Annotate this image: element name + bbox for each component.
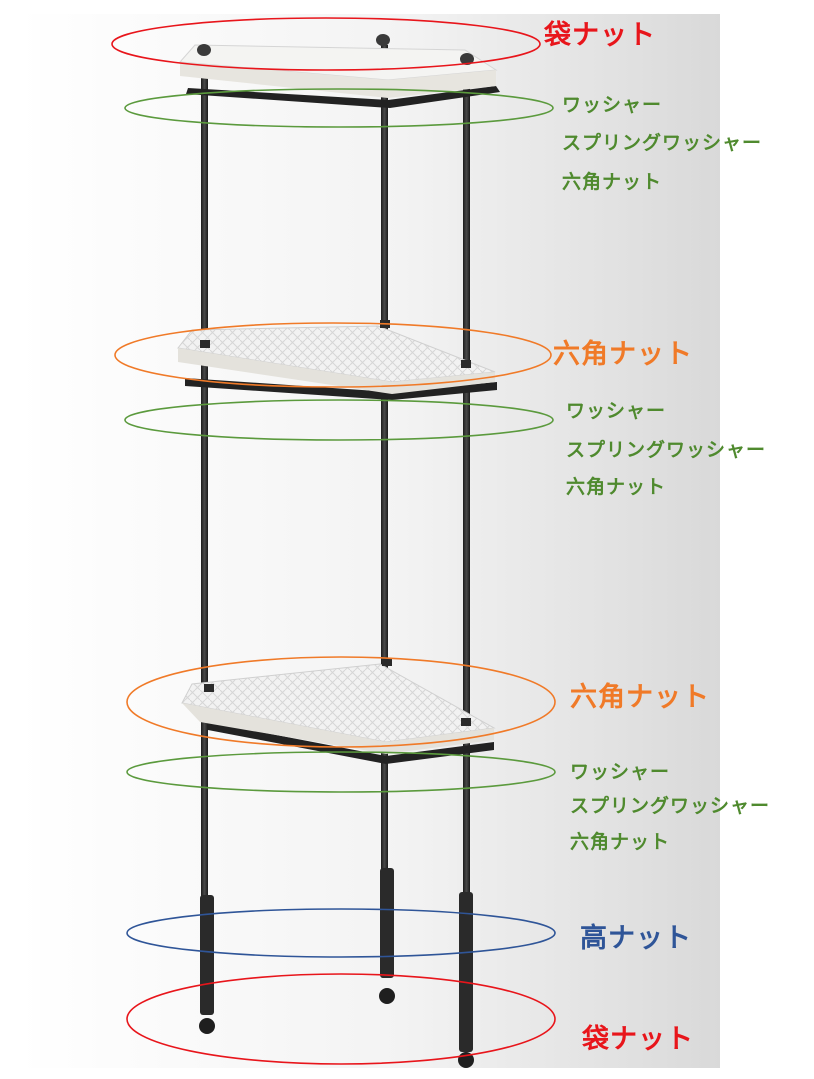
shelf-top: [178, 34, 500, 108]
rod-left: [201, 58, 208, 938]
middle-shelf-nut-left: [200, 340, 210, 348]
washer-group-ellipse-3: [126, 751, 556, 793]
right-foot-high-nut: [459, 892, 473, 1052]
top-cap-nut-left: [197, 44, 211, 56]
shelf-middle: [177, 320, 497, 400]
spring-washer-label-2: スプリングワッシャー: [566, 439, 767, 461]
left-foot-high-nut: [200, 895, 214, 1015]
top-cap-nut-label: 袋ナット: [544, 20, 656, 51]
washer-group-ellipse-1: [124, 88, 554, 128]
middle-foot-cap-nut: [379, 988, 395, 1004]
washer-label-1: ワッシャー: [562, 94, 663, 116]
hex-nut-label-1: 六角ナット: [562, 171, 663, 193]
shelf-hex-nut-ellipse-2: [114, 322, 552, 388]
middle-foot-high-nut: [380, 868, 394, 978]
shelf-hex-nut-label-2: 六角ナット: [553, 339, 693, 370]
shelf-hex-nut-label-3: 六角ナット: [570, 682, 710, 713]
annotation-ellipses: [111, 17, 556, 1065]
rod-middle: [381, 45, 388, 925]
washer-label-2: ワッシャー: [566, 400, 667, 422]
rod-right: [463, 62, 470, 962]
spring-washer-label-3: スプリングワッシャー: [570, 795, 771, 817]
bottom-cap-nut-label: 袋ナット: [582, 1024, 694, 1055]
top-cap-nut-middle: [376, 34, 390, 46]
threaded-rods: [201, 45, 470, 962]
bottom-cap-nut-ellipse: [126, 973, 556, 1065]
bottom-shelf-nut-center: [382, 658, 392, 666]
bottom-shelf-nut-left: [204, 684, 214, 692]
washer-group-ellipse-2: [124, 399, 554, 441]
photo-background: [18, 14, 720, 1068]
spring-washer-label-1: スプリングワッシャー: [562, 132, 763, 154]
shelf-hex-nut-ellipse-3: [126, 656, 556, 748]
middle-shelf-nut-right: [461, 360, 471, 368]
top-cap-nut-right: [460, 53, 474, 65]
high-nut-ellipse: [126, 908, 556, 958]
hex-nut-label-2: 六角ナット: [566, 476, 667, 498]
washer-label-3: ワッシャー: [570, 761, 671, 783]
hex-nut-label-3: 六角ナット: [570, 831, 671, 853]
top-cap-nut-ellipse: [111, 17, 541, 71]
left-foot-cap-nut: [199, 1018, 215, 1034]
high-nut-label: 高ナット: [580, 923, 692, 954]
bottom-shelf-nut-right: [461, 718, 471, 726]
